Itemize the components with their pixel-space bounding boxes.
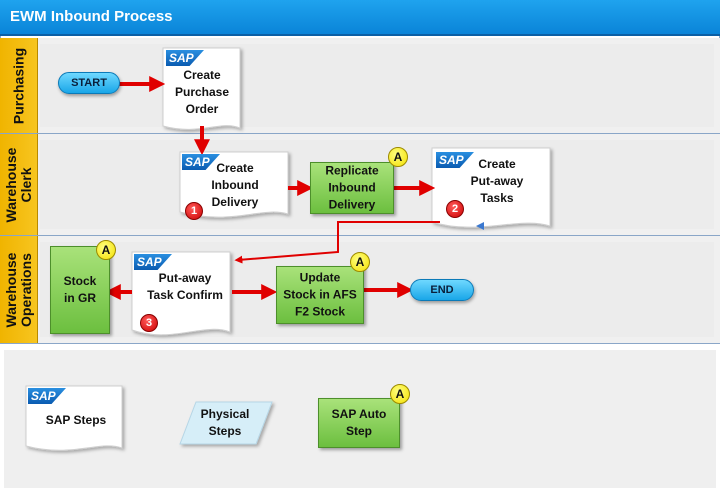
- create-po-text: Create Purchase Order: [164, 67, 240, 118]
- create-inbound-text: Create Inbound Delivery: [200, 160, 270, 211]
- auto-badge: A: [390, 384, 410, 404]
- update-stock-process: Update Stock in AFS F2 Stock: [276, 266, 364, 324]
- node-line: Inbound: [328, 180, 376, 195]
- legend-auto-text: SAP Auto Step: [319, 406, 399, 440]
- step-badge-3: 3: [140, 314, 158, 332]
- auto-badge: A: [388, 147, 408, 167]
- node-line: Task Confirm: [147, 288, 223, 302]
- node-line: F2 Stock: [294, 304, 345, 319]
- legend-sap-steps: SAP Steps: [45, 413, 107, 427]
- node-line: Order: [185, 102, 219, 116]
- end-terminator: END: [410, 279, 474, 301]
- legend-line: Physical: [200, 407, 250, 421]
- legend-line: SAP Auto: [331, 407, 387, 421]
- small-blue-marker: [476, 222, 484, 230]
- legend-physical-shape: [179, 401, 273, 445]
- start-label: START: [71, 77, 107, 89]
- auto-badge: A: [350, 252, 370, 272]
- node-line: Put-away: [158, 271, 212, 285]
- diagram-title: EWM Inbound Process: [10, 8, 173, 25]
- arrow-putaway-to-confirm: [234, 221, 440, 264]
- legend-physical-text: Physical Steps: [182, 406, 268, 440]
- node-line: Create: [216, 161, 254, 175]
- node-line: Delivery: [211, 195, 259, 209]
- node-line: in GR: [64, 291, 96, 305]
- start-terminator: START: [58, 72, 120, 94]
- node-line: Stock in AFS: [283, 287, 357, 302]
- node-line: Put-away: [470, 174, 524, 188]
- auto-badge: A: [96, 240, 116, 260]
- replicate-text: Replicate Inbound Delivery: [311, 163, 393, 214]
- step-badge-1: 1: [185, 202, 203, 220]
- node-line: Update: [299, 270, 341, 285]
- node-line: Inbound: [211, 178, 259, 192]
- doc-create-po: [162, 47, 241, 130]
- legend-area: [0, 344, 720, 492]
- replicate-process: Replicate Inbound Delivery: [310, 162, 394, 214]
- step-badge-2: 2: [446, 200, 464, 218]
- node-line: Create: [183, 68, 221, 82]
- legend-line: Steps: [208, 424, 242, 438]
- doc-putaway-confirm: [131, 251, 231, 336]
- node-line: Purchase: [174, 85, 230, 99]
- create-putaway-text: Create Put-away Tasks: [462, 156, 532, 207]
- legend-auto-process: SAP Auto Step: [318, 398, 400, 448]
- node-line: Create: [478, 157, 516, 171]
- update-stock-text: Update Stock in AFS F2 Stock: [277, 270, 363, 321]
- node-line: Stock: [63, 274, 97, 288]
- legend-line: Step: [345, 424, 372, 438]
- node-line: Replicate: [325, 163, 379, 178]
- stock-gr-process: Stock in GR: [50, 246, 110, 334]
- node-line: Tasks: [480, 191, 514, 205]
- putaway-confirm-text: Put-away Task Confirm: [140, 270, 230, 304]
- title-bar: EWM Inbound Process: [0, 0, 720, 36]
- stock-gr-text: Stock in GR: [51, 273, 109, 307]
- lane-label-purchasing: Purchasing: [0, 38, 38, 133]
- node-line: Delivery: [328, 197, 376, 212]
- end-label: END: [430, 284, 454, 296]
